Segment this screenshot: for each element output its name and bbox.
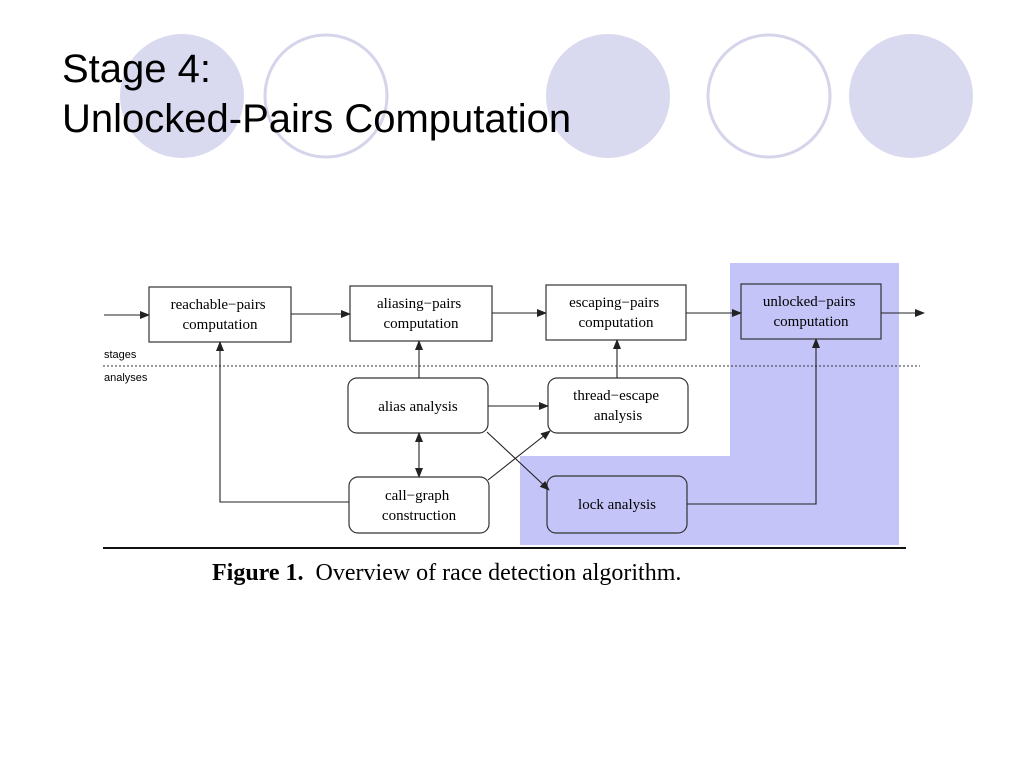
thread-escape-label: thread−escape analysis	[573, 388, 663, 424]
decor-circle-filled	[849, 34, 973, 158]
unlocked-pairs-line-1: unlocked−pairs	[763, 294, 856, 310]
thread-escape-line-1: thread−escape	[573, 388, 659, 404]
decor-circle-outline	[263, 33, 389, 159]
figure-caption-label: Figure 1.	[212, 560, 304, 586]
call-graph-to-thread-escape-arrow	[487, 430, 551, 481]
alias-to-lock-arrow	[486, 431, 550, 491]
escaping-pairs-line-2: computation	[579, 315, 654, 331]
call-graph-line-1: call−graph	[385, 488, 450, 504]
thread-escape-line-2: analysis	[594, 408, 642, 424]
aliasing-pairs-line-1: aliasing−pairs	[377, 296, 461, 312]
alias-analysis-label: alias analysis	[378, 399, 458, 415]
decor-circle-filled	[120, 34, 244, 158]
figure-caption-text: Overview of race detection algorithm.	[315, 560, 682, 586]
reachable-pairs-line-1: reachable−pairs	[171, 297, 266, 313]
unlocked-pairs-line-2: computation	[774, 314, 849, 330]
call-graph-line-2: construction	[382, 508, 457, 524]
aliasing-pairs-box	[349, 285, 493, 342]
unlocked-pairs-label: unlocked−pairs computation	[763, 294, 859, 330]
call-graph-box	[348, 476, 490, 534]
call-graph-to-reachable-arrow	[216, 341, 349, 503]
reachable-pairs-line-2: computation	[183, 317, 258, 333]
decorative-circles	[120, 33, 973, 159]
reachable-pairs-box	[148, 286, 292, 343]
slide-title-line-1: Stage 4:	[62, 47, 212, 91]
aliasing-pairs-label: aliasing−pairs computation	[377, 296, 465, 332]
reachable-pairs-label: reachable−pairs computation	[171, 297, 270, 333]
stages-label: stages	[104, 349, 137, 361]
lock-to-unlocked-arrow	[687, 338, 820, 505]
highlight-region	[520, 263, 899, 545]
escaping-pairs-line-1: escaping−pairs	[569, 295, 659, 311]
slide-title-line-2: Unlocked-Pairs Computation	[62, 97, 572, 141]
analyses-label: analyses	[104, 372, 148, 384]
decor-circle-filled	[546, 34, 670, 158]
thread-escape-box	[547, 377, 689, 434]
call-graph-label: call−graph construction	[382, 488, 457, 524]
escaping-pairs-label: escaping−pairs computation	[569, 295, 663, 331]
slide-title: Stage 4: Unlocked-Pairs Computation	[62, 44, 571, 144]
decor-circle-outline	[706, 33, 832, 159]
figure-caption: Figure 1. Overview of race detection alg…	[212, 560, 681, 587]
aliasing-pairs-line-2: computation	[384, 316, 459, 332]
lock-analysis-label: lock analysis	[578, 497, 656, 513]
escaping-pairs-box	[545, 284, 687, 341]
